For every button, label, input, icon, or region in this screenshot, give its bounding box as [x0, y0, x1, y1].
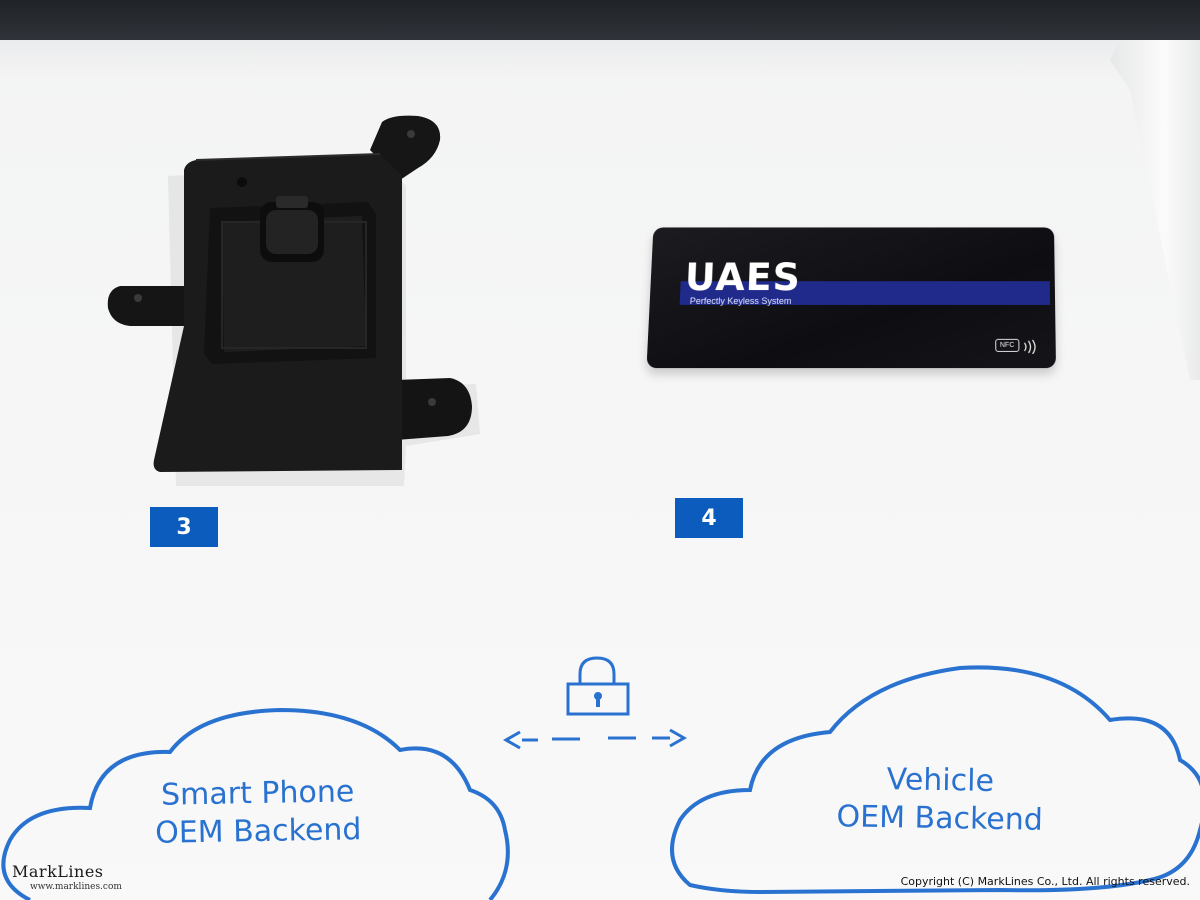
- right-cloud-line1: Vehicle: [886, 762, 995, 799]
- item-number-badge-3: 3: [150, 507, 218, 547]
- right-cloud-line2: OEM Backend: [836, 799, 1044, 838]
- copyright-notice: Copyright (C) MarkLines Co., Ltd. All ri…: [900, 875, 1190, 888]
- right-cloud-outline: [670, 665, 1200, 895]
- lock-icon: [566, 656, 630, 716]
- cloud-diagram: [1, 656, 1200, 900]
- uaes-nfc-card: UAES Perfectly Keyless System NFC: [646, 227, 1056, 369]
- marklines-logo: MarkLines www.marklines.com: [12, 862, 152, 896]
- logo-name: MarkLines: [12, 862, 104, 881]
- nfc-waves-icon: [1021, 340, 1041, 354]
- right-cloud-label: Vehicle OEM Backend: [779, 759, 1100, 841]
- logo-url: www.marklines.com: [30, 882, 122, 892]
- item-number-badge-4: 4: [675, 498, 743, 538]
- double-arrow-icon: [502, 728, 688, 750]
- card-brand-logo: UAES: [683, 255, 802, 299]
- left-cloud-line1: Smart Phone: [160, 774, 355, 813]
- left-cloud-label: Smart Phone OEM Backend: [97, 772, 418, 854]
- card-tagline: Perfectly Keyless System: [689, 296, 792, 306]
- board-frame-top: [0, 40, 1200, 80]
- ecu-housing-image: [107, 115, 480, 486]
- left-cloud-line2: OEM Backend: [154, 812, 362, 851]
- card-nfc-label: NFC: [994, 338, 1020, 352]
- left-cloud-outline: [1, 707, 510, 900]
